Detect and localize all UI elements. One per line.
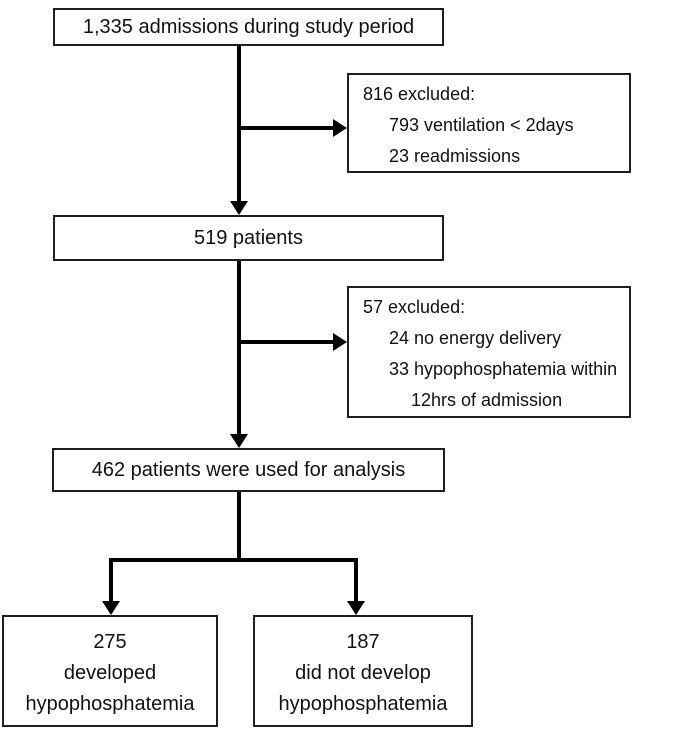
excluded-1-reason-ventilation: 793 ventilation < 2days <box>389 115 574 135</box>
connector-to-excluded-2-line <box>239 340 333 344</box>
flow-box-analysis-label: 462 patients were used for analysis <box>91 458 406 481</box>
connector-admissions-to-patients-line <box>237 45 241 201</box>
flow-box-patients: 519 patients <box>53 215 444 261</box>
excluded-1-reason-readmissions: 23 readmissions <box>389 146 521 166</box>
flow-box-admissions: 1,335 admissions during study period <box>53 8 444 46</box>
flow-box-analysis: 462 patients were used for analysis <box>52 448 445 492</box>
arrowhead-down-icon <box>230 434 248 448</box>
flow-box-excluded-2: 57 excluded: 24 no energy delivery 33 hy… <box>347 286 631 418</box>
flow-box-admissions-label: 1,335 admissions during study period <box>82 15 415 38</box>
outcome-not-developed-line-1: did not develop <box>295 662 431 684</box>
connector-analysis-stem-line <box>237 492 241 560</box>
flow-box-outcome-developed: 275 developed hypophosphatemia <box>2 615 218 727</box>
connector-split-line <box>109 558 358 562</box>
connector-left-drop-line <box>109 558 113 602</box>
connector-patients-to-analysis-line <box>237 261 241 434</box>
outcome-not-developed-line-2: hypophosphatemia <box>278 693 448 715</box>
flow-box-excluded-1: 816 excluded: 793 ventilation < 2days 23… <box>347 73 631 173</box>
arrowhead-down-icon <box>347 601 365 615</box>
excluded-2-reason-hypophosphatemia: 33 hypophosphatemia within <box>389 359 618 379</box>
flow-box-patients-label: 519 patients <box>194 226 303 249</box>
outcome-developed-line-1: developed <box>63 662 157 684</box>
connector-to-excluded-1-line <box>239 126 333 130</box>
arrowhead-down-icon <box>230 201 248 215</box>
arrowhead-down-icon <box>102 601 120 615</box>
arrowhead-right-icon <box>333 333 347 351</box>
arrowhead-right-icon <box>333 119 347 137</box>
outcome-developed-line-2: hypophosphatemia <box>25 693 195 715</box>
connector-right-drop-line <box>354 558 358 602</box>
outcome-not-developed-count: 187 <box>346 631 380 653</box>
outcome-developed-count: 275 <box>93 631 127 653</box>
excluded-2-reason-energy: 24 no energy delivery <box>389 328 562 348</box>
flow-box-outcome-not-developed: 187 did not develop hypophosphatemia <box>253 615 473 727</box>
excluded-2-reason-hypophosphatemia-cont: 12hrs of admission <box>411 390 563 410</box>
excluded-2-title: 57 excluded: <box>363 297 466 317</box>
excluded-1-title: 816 excluded: <box>363 84 476 104</box>
